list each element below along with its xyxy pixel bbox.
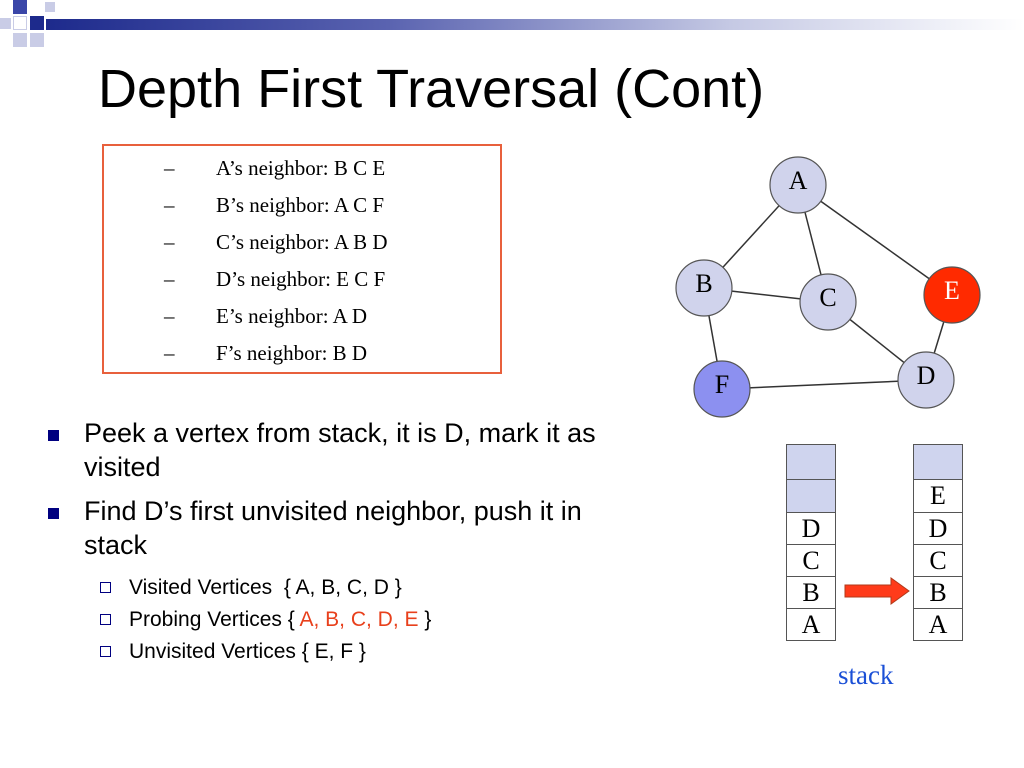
sub-bullet-probing: Probing Vertices { A, B, C, D, E } <box>44 604 604 636</box>
stack-cell-empty <box>786 479 836 513</box>
hollow-square-icon <box>100 614 111 625</box>
sub-bullet-unvisited: Unvisited Vertices { E, F } <box>44 636 604 668</box>
node-circle <box>799 273 857 331</box>
node-B: B <box>675 259 733 317</box>
bullet-square-icon <box>48 430 59 441</box>
stack-cell: B <box>913 576 963 609</box>
hollow-square-icon <box>100 582 111 593</box>
node-circle <box>769 156 827 214</box>
stack-cell: E <box>913 479 963 513</box>
stack-cell-empty <box>913 444 963 480</box>
stack-cell: D <box>913 512 963 545</box>
edge-F-D <box>721 379 927 390</box>
stack-cell: D <box>786 512 836 545</box>
neighbor-item: –F’s neighbor: B D <box>164 341 368 365</box>
transition-arrow <box>844 577 910 605</box>
header-gradient-bar <box>46 19 1024 30</box>
edge-A-E <box>797 184 953 296</box>
neighbor-item: –E’s neighbor: A D <box>164 304 368 328</box>
node-label: A <box>789 166 808 195</box>
stack-label: stack <box>838 660 894 690</box>
neighbor-item: –A’s neighbor: B C E <box>164 156 386 180</box>
bullet-item: Find D’s first unvisited neighbor, push … <box>44 494 604 562</box>
node-circle <box>693 360 751 418</box>
node-circle <box>675 259 733 317</box>
graph-diagram: A B C D E F <box>675 156 981 418</box>
node-F: F <box>693 360 751 418</box>
right-arrow-icon <box>844 577 910 605</box>
node-label: B <box>695 269 712 298</box>
corner-decoration <box>0 0 70 60</box>
stack-cell-empty <box>786 444 836 480</box>
node-D: D <box>897 351 955 409</box>
stack-cell: C <box>786 544 836 577</box>
node-label: D <box>917 361 936 390</box>
node-C: C <box>799 273 857 331</box>
neighbor-item: –C’s neighbor: A B D <box>164 230 388 254</box>
bullet-list: Peek a vertex from stack, it is D, mark … <box>44 416 604 668</box>
sub-bullet-visited: Visited Vertices { A, B, C, D } <box>44 572 604 604</box>
hollow-square-icon <box>100 646 111 657</box>
stack-cell: A <box>913 608 963 641</box>
node-circle <box>897 351 955 409</box>
node-label: F <box>715 370 729 399</box>
node-label: C <box>819 283 836 312</box>
bullet-item: Peek a vertex from stack, it is D, mark … <box>44 416 604 484</box>
stack-cell: C <box>913 544 963 577</box>
neighbor-item: –D’s neighbor: E C F <box>164 267 386 291</box>
node-label: E <box>944 276 960 305</box>
neighbor-item: –B’s neighbor: A C F <box>164 193 385 217</box>
stack-cell: A <box>786 608 836 641</box>
node-A: A <box>769 156 827 214</box>
page-title: Depth First Traversal (Cont) <box>98 59 765 119</box>
bullet-square-icon <box>48 508 59 519</box>
node-E: E <box>923 266 981 324</box>
node-circle <box>923 266 981 324</box>
stack-cell: B <box>786 576 836 609</box>
neighbor-list-box: –A’s neighbor: B C E –B’s neighbor: A C … <box>102 144 502 374</box>
